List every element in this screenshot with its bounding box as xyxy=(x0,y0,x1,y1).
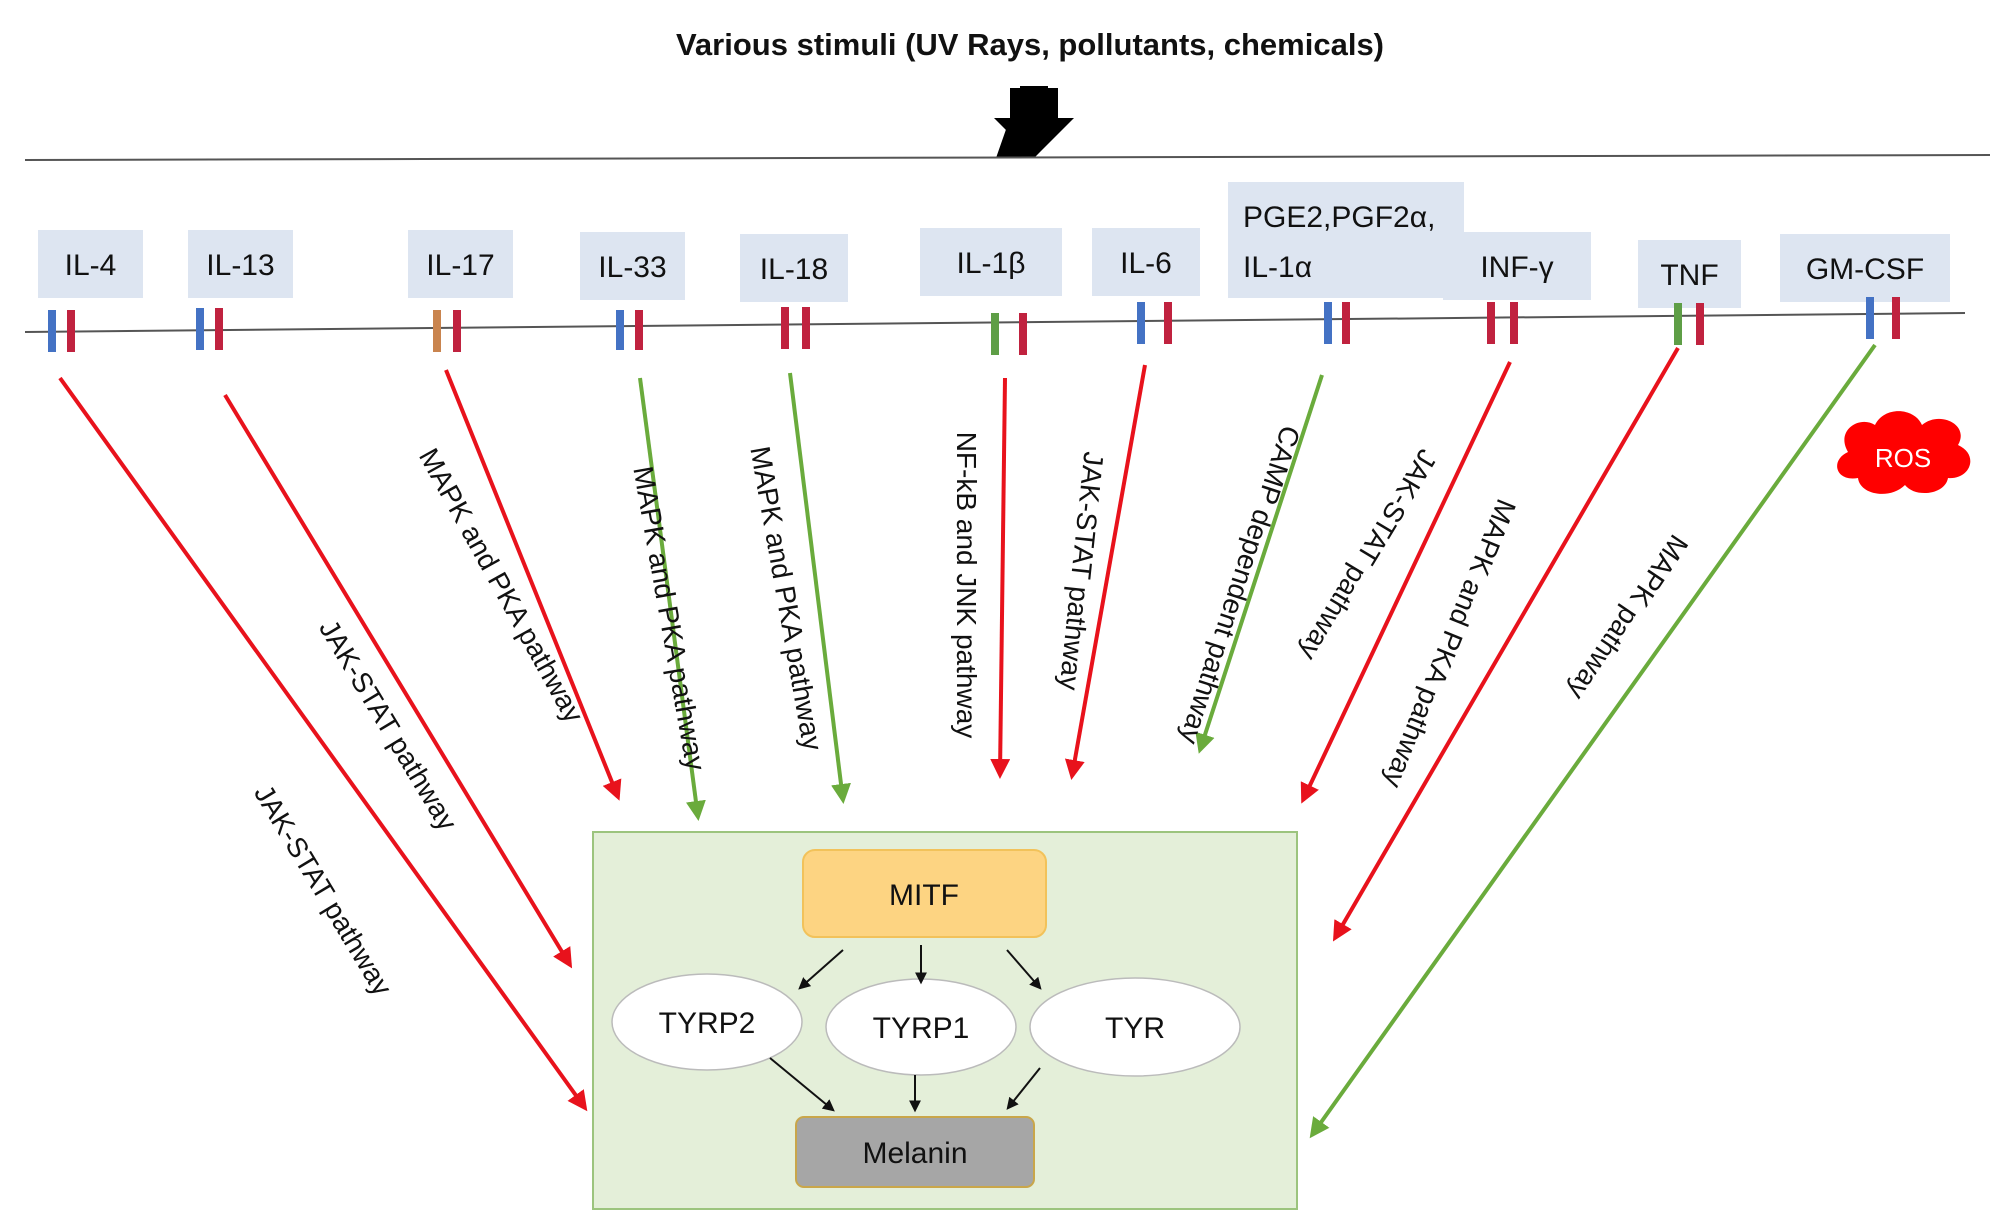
pathway-arrow-7 xyxy=(1064,364,1147,780)
receptor-label-il-4: IL-4 xyxy=(65,249,117,282)
tyrp2-label: TYRP2 xyxy=(659,1007,756,1040)
pathway-arrow-3 xyxy=(444,369,622,801)
receptor-bar-il-17-1 xyxy=(433,310,441,352)
receptor-label-box-pge2-pgf2 xyxy=(1228,182,1464,298)
pathway-arrow-9 xyxy=(1300,361,1512,804)
pathway-label-8: CAMP dependent pathway xyxy=(1174,422,1306,748)
pathway-arrow-10 xyxy=(1332,346,1680,942)
receptor-bar-il-33-2 xyxy=(635,310,643,350)
receptor-label-inf: INF-γ xyxy=(1480,251,1553,284)
mitf-node xyxy=(802,849,1047,938)
receptor-label-tnf: TNF xyxy=(1660,259,1718,292)
receptor-bar-pge2-pgf2-2 xyxy=(1342,302,1350,344)
pathway-label-11: MAPK pathway xyxy=(1562,529,1695,705)
receptor-bar-il-33-1 xyxy=(616,310,624,350)
receptor-bar-gm-csf-1 xyxy=(1866,297,1874,339)
tyr-to-melanin-arrow xyxy=(1006,1067,1041,1110)
receptor-label-box-il-1 xyxy=(920,228,1062,296)
receptor-label-gm-csf: GM-CSF xyxy=(1806,253,1924,286)
receptor-label-box-il-4 xyxy=(38,230,143,298)
pathway-label-2: JAK-STAT pathway xyxy=(313,614,463,835)
receptor-label-box-il-18 xyxy=(740,234,848,302)
receptor-bar-pge2-pgf2-1 xyxy=(1324,302,1332,344)
stimulus-title: Various stimuli (UV Rays, pollutants, ch… xyxy=(676,27,1384,62)
receptor-label-box-tnf xyxy=(1638,240,1741,308)
receptor-labels: IL-4 IL-13 IL-17 IL-33 IL-18 IL-1β IL-6 PGE2,PG… xyxy=(38,182,1950,308)
pathway-arrow-1 xyxy=(58,376,588,1112)
receptor-label-box-il-33 xyxy=(580,232,685,300)
receptor-bar-il-6-2 xyxy=(1164,302,1172,344)
pathway-label-10: MAPK and PKA pathway xyxy=(1378,495,1522,792)
pathway-label-1: JAK-STAT pathway xyxy=(248,779,398,1000)
mitf-label: MITF xyxy=(889,879,959,912)
ros-label: ROS xyxy=(1875,443,1931,473)
pathway-label-7: JAK-STAT pathway xyxy=(1054,450,1110,692)
pathway-arrow-2 xyxy=(223,393,573,969)
receptor-bar-il-17-2 xyxy=(453,310,461,352)
receptor-label-pge2-pgf2-line2: IL-1α xyxy=(1243,251,1312,284)
receptor-bar-tnf-1 xyxy=(1674,303,1682,345)
receptor-label-box-il-6 xyxy=(1092,228,1200,296)
tyrp2-to-melanin-arrow xyxy=(769,1057,835,1112)
receptor-label-box-gm-csf xyxy=(1780,234,1950,302)
receptor-label-il-6: IL-6 xyxy=(1120,247,1172,280)
receptor-bar-il-18-1 xyxy=(781,307,789,349)
ros-cloud-shape xyxy=(1837,411,1971,494)
receptor-label-il-17: IL-17 xyxy=(426,249,494,282)
pathway-arrow-4 xyxy=(638,377,706,821)
receptor-bar-il-4-2 xyxy=(67,310,75,352)
receptor-label-pge2-pgf2: PGE2,PGF2α, xyxy=(1243,201,1435,234)
pathway-label-5: MAPK and PKA pathway xyxy=(744,444,828,753)
receptor-bar-il-1-2 xyxy=(1019,313,1027,355)
receptor-bar-il-13-1 xyxy=(196,308,204,350)
receptor-bar-il-4-1 xyxy=(48,310,56,352)
receptor-label-box-il-13 xyxy=(188,230,293,298)
receptor-label-il-13: IL-13 xyxy=(206,249,274,282)
pathway-arrow-11 xyxy=(1309,343,1877,1139)
pathway-arrows xyxy=(58,343,1877,1139)
pathway-label-3: MAPK and PKA pathway xyxy=(413,443,590,728)
receptor-label-il-1: IL-1β xyxy=(957,247,1026,280)
receptor-bar-gm-csf-2 xyxy=(1892,297,1900,339)
pathway-label-4: MAPK and PKA pathway xyxy=(627,464,711,773)
receptor-bar-inf-1 xyxy=(1487,302,1495,344)
receptor-bar-tnf-2 xyxy=(1696,303,1704,345)
receptor-bars xyxy=(48,297,1900,355)
receptor-bar-il-1-1 xyxy=(991,313,999,355)
pathway-arrow-5 xyxy=(788,372,851,804)
melanin-node xyxy=(795,1116,1035,1188)
receptor-label-box-il-17 xyxy=(408,230,513,298)
melanin-label: Melanin xyxy=(862,1137,967,1170)
tyr-node xyxy=(1029,977,1241,1077)
mitf-to-tyrp2-arrow xyxy=(798,949,844,990)
outer-boundary-line xyxy=(24,154,1991,161)
receptor-bar-il-6-1 xyxy=(1137,302,1145,344)
pathway-label-6: NF-kB and JNK pathway xyxy=(951,432,982,739)
pathway-arrow-6 xyxy=(990,377,1011,779)
receptor-label-box-inf xyxy=(1443,232,1591,300)
receptor-bar-il-18-2 xyxy=(802,307,810,349)
pathway-arrow-8 xyxy=(1195,374,1324,754)
receptor-bar-il-13-2 xyxy=(215,308,223,350)
tyr-label: TYR xyxy=(1105,1012,1165,1045)
stimulus-arrow-head-icon xyxy=(994,86,1074,158)
tyrp2-node xyxy=(611,973,803,1071)
receptor-label-il-33: IL-33 xyxy=(598,251,666,284)
ros-cloud: ROS xyxy=(1837,411,1971,494)
tyrp1-label: TYRP1 xyxy=(873,1012,970,1045)
mitf-to-tyr-arrow xyxy=(1006,949,1042,990)
receptor-label-il-18: IL-18 xyxy=(760,253,828,286)
receptor-bar-inf-2 xyxy=(1510,302,1518,344)
